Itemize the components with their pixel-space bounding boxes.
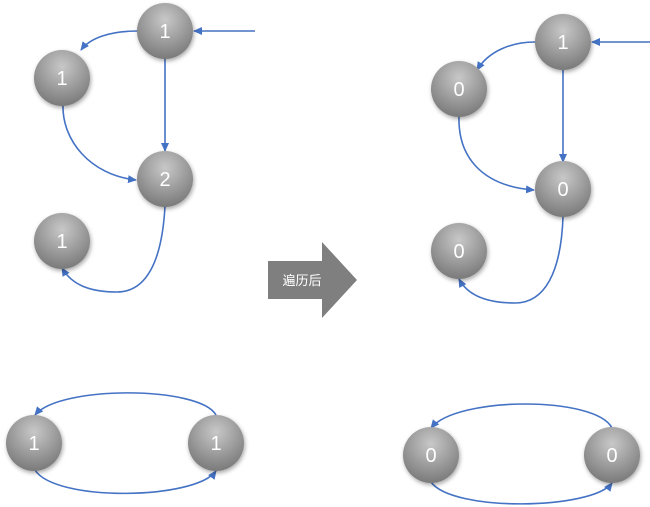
- node-label: 0: [425, 445, 436, 467]
- node-after-left: 0: [431, 61, 487, 117]
- node-label: 2: [159, 169, 170, 191]
- arrow-right-icon: [268, 242, 357, 318]
- transition-arrow: 遍历后: [268, 242, 357, 318]
- edge-cycle-top-after: [430, 403, 613, 429]
- transition-label: 遍历后: [282, 273, 321, 289]
- node-label: 0: [453, 79, 464, 101]
- edge-mid-to-bottom-after: [458, 216, 564, 304]
- edge-cycle-bottom-before: [34, 469, 217, 495]
- node-before-cycle-right: 1: [188, 415, 244, 471]
- node-before-top: 1: [137, 3, 193, 59]
- edge-cycle-top-before: [34, 392, 217, 416]
- node-before-cycle-left: 1: [6, 415, 62, 471]
- edge-mid-to-bottom-before: [61, 205, 166, 293]
- edge-top-to-left-after: [476, 41, 536, 71]
- node-label: 0: [557, 179, 568, 201]
- before-edges: [34, 27, 255, 495]
- edge-cycle-bottom-after: [430, 481, 613, 505]
- node-label: 0: [453, 241, 464, 263]
- node-label: 0: [606, 445, 617, 467]
- node-before-mid: 2: [137, 151, 193, 207]
- before-nodes: 1 1 2 1 1 1: [6, 3, 244, 471]
- node-label: 1: [56, 231, 67, 253]
- node-after-mid: 0: [535, 161, 591, 217]
- node-before-bottom: 1: [34, 213, 90, 269]
- edge-left-to-mid-before: [62, 104, 137, 184]
- node-label: 1: [557, 32, 568, 54]
- after-edges: [430, 38, 650, 505]
- node-label: 1: [159, 21, 170, 43]
- node-after-cycle-right: 0: [584, 427, 640, 483]
- node-after-top: 1: [535, 14, 591, 70]
- edge-top-to-left-before: [80, 30, 139, 51]
- after-nodes: 1 0 0 0 0 0: [403, 14, 640, 483]
- node-label: 1: [28, 433, 39, 455]
- node-label: 1: [210, 433, 221, 455]
- edge-left-to-mid-after: [458, 116, 535, 194]
- node-after-bottom: 0: [431, 223, 487, 279]
- node-before-left: 1: [34, 50, 90, 106]
- node-after-cycle-left: 0: [403, 427, 459, 483]
- node-label: 1: [56, 68, 67, 90]
